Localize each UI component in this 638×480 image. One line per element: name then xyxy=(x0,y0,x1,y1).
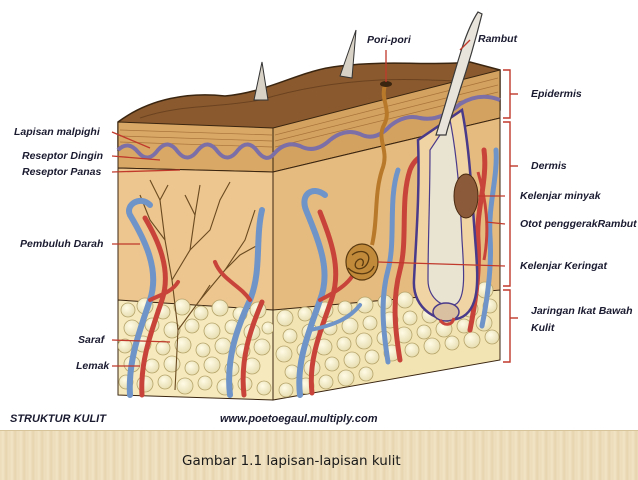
hair-shaft xyxy=(435,11,483,136)
label-jaringan-ikat-2: Kulit xyxy=(531,322,555,334)
pore-opening xyxy=(380,81,392,87)
figure-caption: Gambar 1.1 lapisan-lapisan kulit xyxy=(182,453,401,469)
caption-bar: Gambar 1.1 lapisan-lapisan kulit xyxy=(0,430,638,480)
hair-spike-2 xyxy=(339,29,357,79)
label-kelenjar-keringat: Kelenjar Keringat xyxy=(520,260,607,272)
label-epidermis: Epidermis xyxy=(531,88,582,100)
label-reseptor-dingin: Reseptor Dingin xyxy=(22,150,104,162)
nerve-fibers xyxy=(139,179,259,391)
label-struktur-kulit: STRUKTUR KULIT xyxy=(10,413,106,425)
skin-structure-diagram xyxy=(111,11,518,401)
hair-spike-1 xyxy=(253,61,269,101)
label-pembuluh-darah: Pembuluh Darah xyxy=(20,238,104,250)
label-website: www.poetoegaul.multiply.com xyxy=(220,413,378,425)
label-lemak: Lemak xyxy=(76,360,110,372)
label-saraf: Saraf xyxy=(78,334,105,346)
label-lapisan-malpighi: Lapisan malpighi xyxy=(14,126,100,138)
label-dermis: Dermis xyxy=(531,160,567,172)
label-reseptor-panas: Reseptor Panas xyxy=(22,166,102,178)
arrector-pili-muscle xyxy=(476,171,489,261)
layer-brackets xyxy=(503,69,518,363)
label-pori-pori: Pori-pori xyxy=(367,34,411,46)
label-jaringan-ikat-1: Jaringan Ikat Bawah xyxy=(531,305,633,317)
blood-vessels-front xyxy=(126,197,265,398)
hair-follicle xyxy=(412,107,479,326)
leader-lines xyxy=(111,39,506,367)
sebaceous-gland xyxy=(453,173,479,219)
label-kelenjar-minyak: Kelenjar minyak xyxy=(520,190,601,202)
label-otot-penggerak-rambut: Otot penggerakRambut xyxy=(520,218,637,230)
sweat-gland xyxy=(345,84,389,281)
label-rambut: Rambut xyxy=(478,33,518,45)
malpighi-band xyxy=(116,142,275,160)
